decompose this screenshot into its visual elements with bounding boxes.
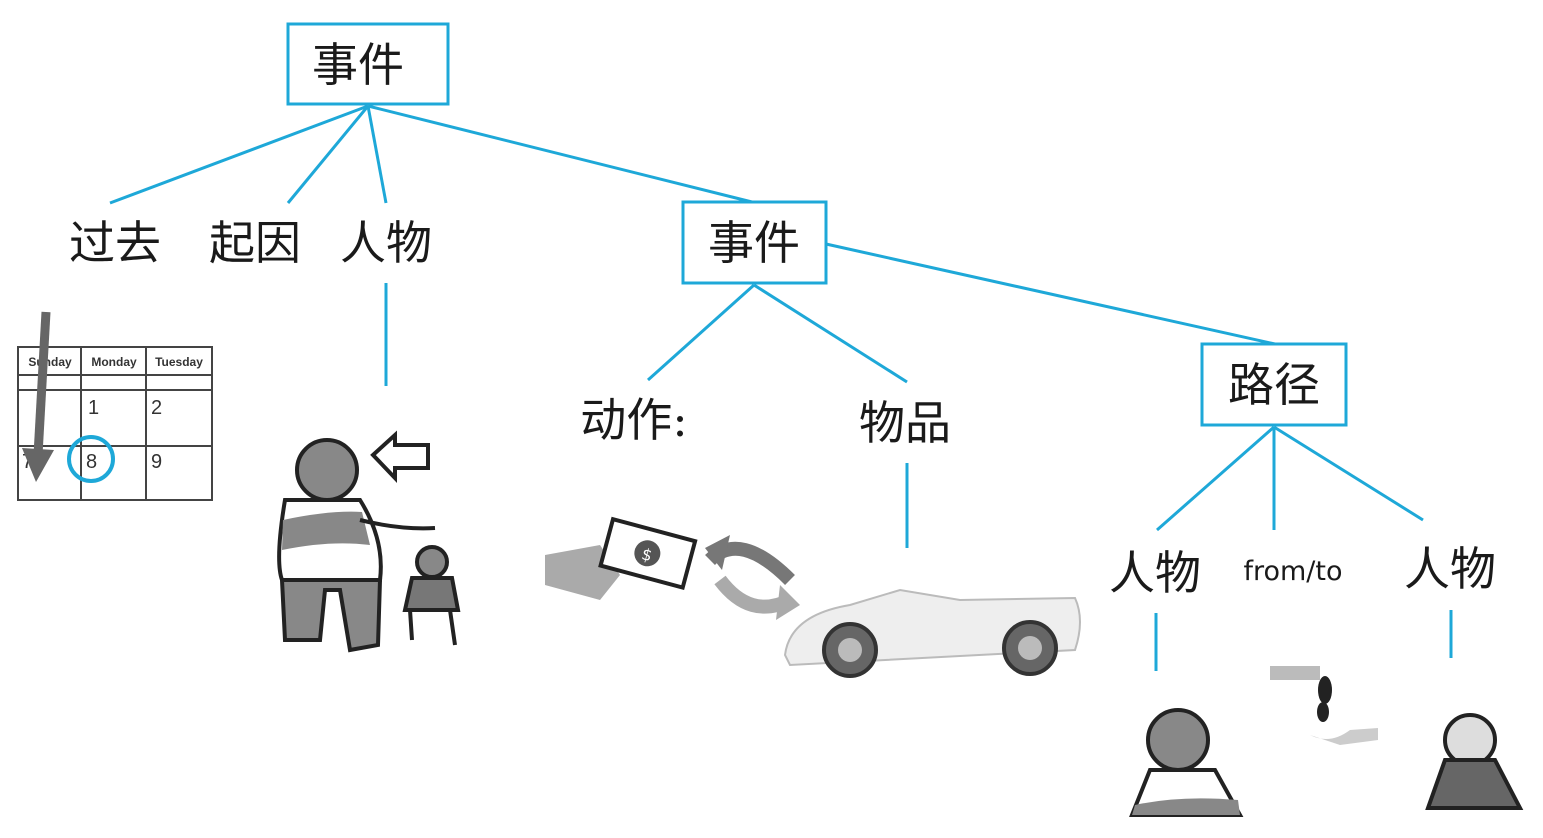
root-event-node: 事件 — [286, 22, 450, 106]
label-cause: 起因 — [209, 216, 301, 270]
key-handover-icon — [1270, 666, 1378, 745]
highlight-circle — [67, 435, 115, 483]
label-object: 物品 — [859, 396, 951, 450]
label-person-right: 人物 — [1404, 542, 1496, 596]
calendar-day: 1 — [88, 397, 99, 419]
calendar-day: 7 — [22, 451, 33, 473]
connectors — [109, 104, 1453, 671]
boy-figure — [1129, 708, 1244, 817]
calendar-header-monday: Monday — [91, 355, 137, 369]
path-label: 路径 — [1228, 358, 1320, 412]
adult-and-child-figure — [277, 430, 461, 653]
exchange-arrows-icon — [705, 535, 800, 620]
label-past: 过去 — [69, 216, 161, 270]
calendar-day-highlighted: 8 — [86, 451, 97, 473]
label-action: 动作: — [580, 393, 688, 447]
sub-event-label: 事件 — [708, 216, 800, 270]
svg-text:$: $ — [640, 544, 655, 565]
root-event-label: 事件 — [312, 38, 404, 92]
label-person: 人物 — [340, 216, 432, 270]
money-hand-icon: $ — [545, 516, 698, 600]
girl-figure — [1425, 713, 1524, 810]
arrow-left-icon — [370, 430, 430, 483]
path-node: 路径 — [1200, 342, 1348, 427]
sub-event-node: 事件 — [681, 200, 828, 285]
car-illustration — [783, 588, 1081, 678]
calendar-illustration: Sunday Monday Tuesday 1 2 7 8 9 — [17, 311, 213, 501]
calendar-header-tuesday: Tuesday — [155, 355, 203, 369]
down-arrow-icon — [22, 311, 54, 482]
label-from-to: from/to — [1243, 556, 1342, 587]
calendar-header-sunday: Sunday — [28, 355, 72, 369]
calendar-day: 2 — [151, 397, 162, 419]
calendar-day: 9 — [151, 451, 162, 473]
label-person-left: 人物 — [1109, 546, 1201, 600]
